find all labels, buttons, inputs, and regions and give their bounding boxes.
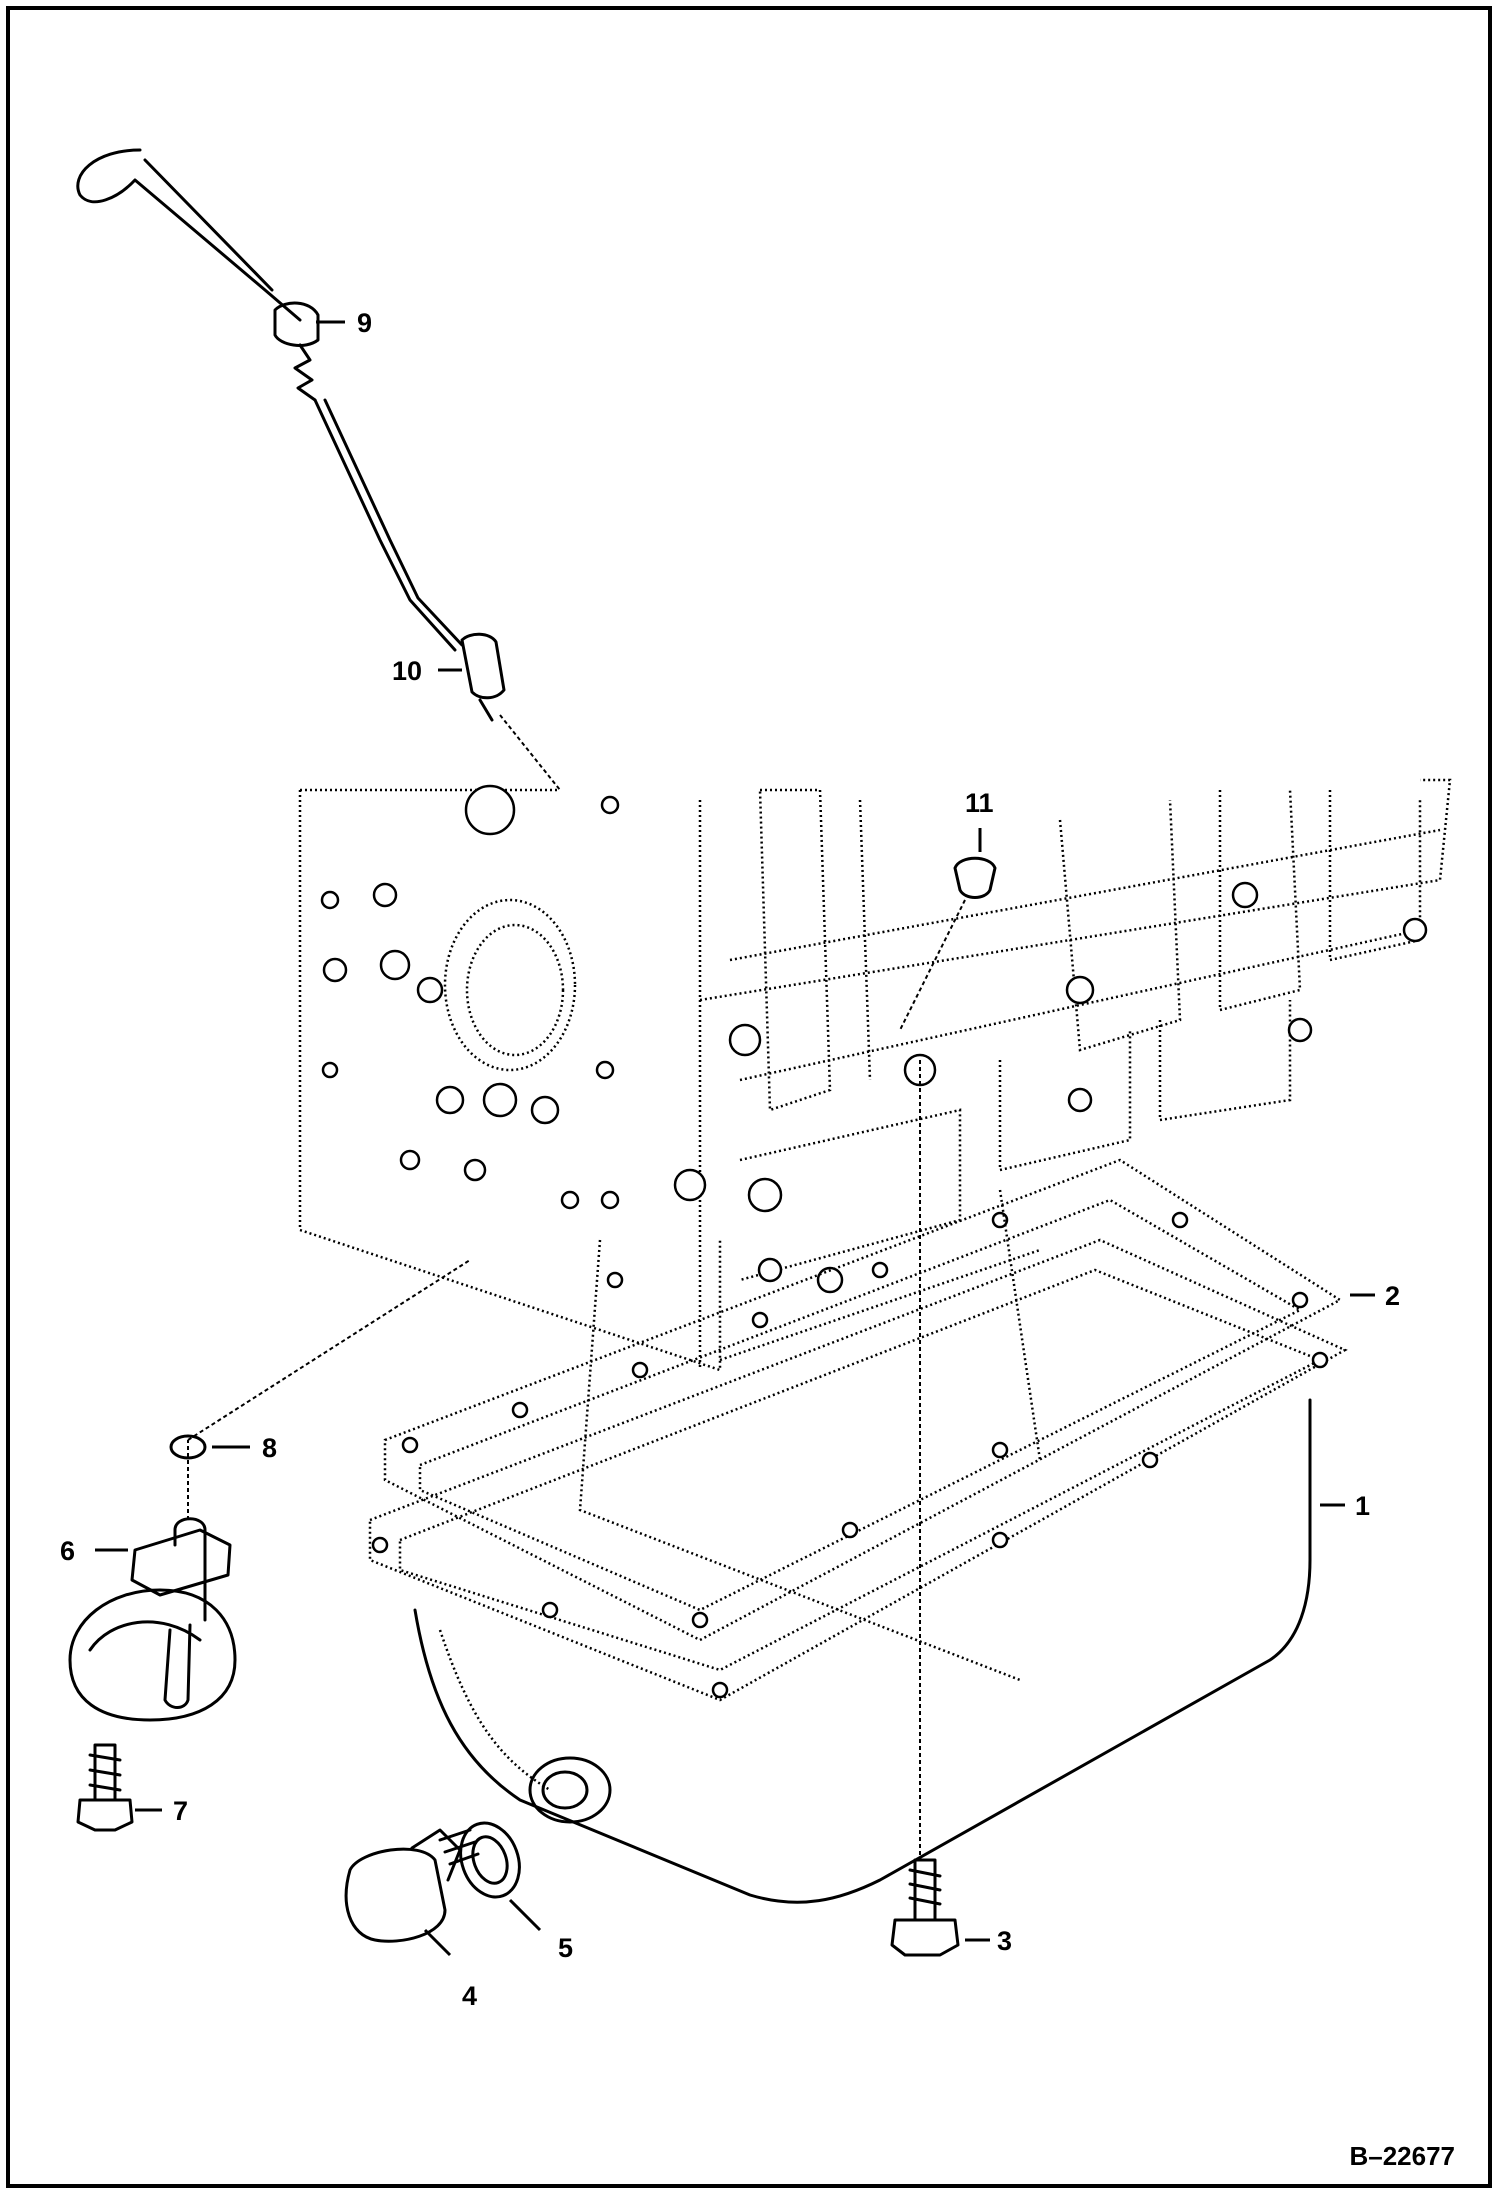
bolt-3: [890, 1060, 960, 1957]
callout-2: 2: [1385, 1281, 1400, 1311]
bolt-7: [76, 1743, 134, 1832]
plug-11: [899, 856, 997, 1031]
oil-pan-gasket: [383, 1158, 1343, 1642]
callout-5: 5: [558, 1933, 573, 1963]
callout-9: 9: [357, 308, 372, 338]
callout-4: 4: [462, 1981, 477, 2011]
engine-block: [298, 778, 1452, 1372]
drain-plug: [344, 1828, 480, 1943]
dipstick: [76, 148, 464, 652]
callout-10: 10: [392, 656, 422, 686]
callout-11: 11: [965, 788, 994, 818]
drain-washer: [459, 1821, 521, 1899]
oil-pan: [368, 1189, 1348, 1904]
diagram-border: [6, 6, 1492, 2188]
callout-1: 1: [1355, 1491, 1370, 1521]
figure-number: B–22677: [1349, 2141, 1455, 2171]
dipstick-guide: [460, 632, 561, 791]
callout-7: 7: [173, 1796, 188, 1826]
callout-8: 8: [262, 1433, 277, 1463]
callout-6: 6: [60, 1536, 75, 1566]
o-ring: [169, 1434, 207, 1460]
callout-3: 3: [997, 1926, 1012, 1956]
oil-strainer: [68, 1259, 471, 1722]
